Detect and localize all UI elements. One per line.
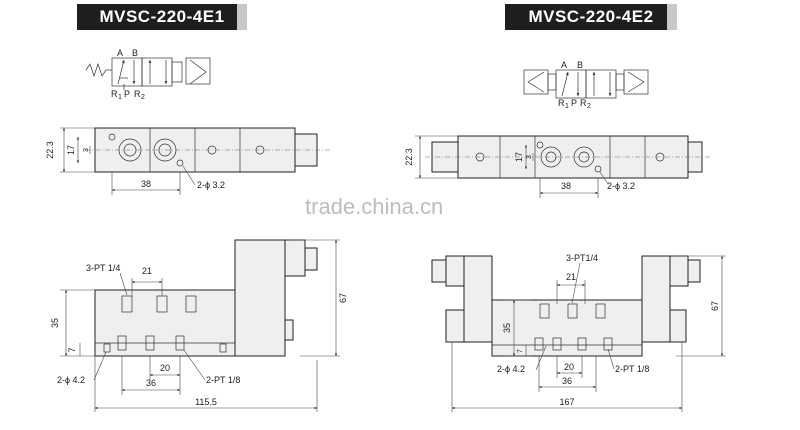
dim-height-inner-left: 17 bbox=[66, 145, 76, 155]
top-view-left: 22.3 17 3 38 2-ϕ 3.2 bbox=[45, 127, 330, 195]
dim-height-inner-right: 17 bbox=[514, 152, 524, 162]
solenoid-icon bbox=[627, 71, 645, 93]
solenoid-coil bbox=[463, 255, 493, 343]
model-title-left: MVSC-220-4E1 bbox=[99, 7, 225, 26]
dim-height-total-right: 22.3 bbox=[404, 148, 414, 166]
symbol-port-b: B bbox=[132, 48, 138, 58]
hole-label-front-left: 2-ϕ 4.2 bbox=[57, 375, 85, 385]
dim-height-left: 35 bbox=[50, 318, 60, 328]
spring-icon bbox=[85, 62, 107, 78]
port-circle bbox=[540, 146, 562, 168]
solenoid-icon bbox=[527, 71, 545, 93]
dim-overall-height-left: 67 bbox=[338, 293, 348, 303]
mount-hole bbox=[536, 141, 544, 149]
mount-hole bbox=[108, 133, 116, 141]
title-accent-right bbox=[667, 4, 677, 30]
port-top bbox=[539, 303, 550, 319]
symbol-port-r1-sub: 1 bbox=[565, 103, 569, 110]
symbol-port-r2: R bbox=[134, 89, 141, 99]
symbol-port-p: P bbox=[571, 98, 577, 108]
front-view-left: 3-PT 1/4 21 35 7 67 20 36 2-ϕ 4.2 bbox=[50, 239, 348, 412]
model-title-right: MVSC-220-4E2 bbox=[528, 7, 654, 26]
mount-hole bbox=[594, 165, 602, 173]
port-bottom bbox=[577, 337, 587, 351]
dim-height-total-left: 22.3 bbox=[45, 141, 55, 159]
hole-label-top-left: 2-ϕ 3.2 bbox=[197, 180, 225, 190]
connector bbox=[687, 259, 701, 283]
mount-hole bbox=[176, 159, 184, 167]
symbol-port-r2-sub: 2 bbox=[587, 103, 591, 110]
port-top bbox=[595, 303, 606, 319]
front-view-right: 3-PT1/4 21 35 7 67 20 36 2-ϕ 4.2 bbox=[431, 253, 726, 412]
title-left: MVSC-220-4E1 bbox=[77, 4, 247, 30]
dim-spacing-a-left: 20 bbox=[160, 363, 170, 373]
dim-small-front-left: 7 bbox=[67, 347, 77, 352]
pneumatic-symbol-right: A B R 1 P R 2 bbox=[523, 60, 649, 110]
dim-overall-height-right: 67 bbox=[710, 301, 720, 311]
port-top bbox=[121, 295, 133, 313]
symbol-port-p: P bbox=[124, 89, 130, 99]
port-top bbox=[567, 303, 578, 319]
title-accent-left bbox=[237, 4, 247, 30]
port-circle bbox=[573, 146, 595, 168]
connector bbox=[431, 259, 447, 283]
dim-small-left: 3 bbox=[83, 148, 90, 152]
port-top bbox=[185, 295, 197, 313]
dim-top-spacing-right: 21 bbox=[566, 272, 576, 282]
port-label-top-right: 3-PT1/4 bbox=[566, 253, 598, 263]
hole-label-top-right: 2-ϕ 3.2 bbox=[607, 181, 635, 191]
hole-label-front-right: 2-ϕ 4.2 bbox=[497, 364, 525, 374]
symbol-port-r1: R bbox=[558, 98, 565, 108]
symbol-port-r1-sub: 1 bbox=[118, 94, 122, 101]
symbol-port-a: A bbox=[561, 60, 567, 70]
port-label-top-left: 3-PT 1/4 bbox=[86, 263, 120, 273]
symbol-port-r2-sub: 2 bbox=[141, 94, 145, 101]
dim-length-left: 115.5 bbox=[195, 397, 217, 407]
solenoid-coil bbox=[641, 255, 671, 343]
dim-spacing-a-right: 20 bbox=[564, 362, 574, 372]
title-right: MVSC-220-4E2 bbox=[505, 4, 677, 30]
symbol-port-r1: R bbox=[111, 89, 118, 99]
dim-small-front-right: 7 bbox=[517, 349, 524, 353]
connector bbox=[284, 239, 306, 277]
port-label-bottom-right: 2-PT 1/8 bbox=[615, 364, 649, 374]
symbol-port-b: B bbox=[577, 60, 583, 70]
dim-width-left: 38 bbox=[141, 179, 151, 189]
pneumatic-symbol-left: A B R 1 P R 2 bbox=[85, 48, 211, 101]
dim-length-right: 167 bbox=[559, 397, 574, 407]
port-label-bottom-left: 2-PT 1/8 bbox=[206, 375, 240, 385]
dim-top-spacing-left: 21 bbox=[142, 266, 152, 276]
dim-height-right: 35 bbox=[502, 323, 512, 333]
port-bottom bbox=[552, 337, 562, 351]
dim-small-right: 3 bbox=[526, 155, 533, 159]
dim-spacing-b-right: 36 bbox=[562, 376, 572, 386]
symbol-port-r2: R bbox=[580, 98, 587, 108]
symbol-port-a: A bbox=[117, 48, 123, 58]
solenoid-coil bbox=[234, 239, 286, 357]
port-bottom bbox=[534, 337, 544, 351]
dim-spacing-b-left: 36 bbox=[146, 378, 156, 388]
dim-width-right: 38 bbox=[561, 181, 571, 191]
watermark: trade.china.cn bbox=[305, 194, 444, 219]
solenoid-icon bbox=[189, 59, 207, 85]
top-view-right: 22.3 17 3 38 2-ϕ 3.2 bbox=[404, 135, 710, 198]
